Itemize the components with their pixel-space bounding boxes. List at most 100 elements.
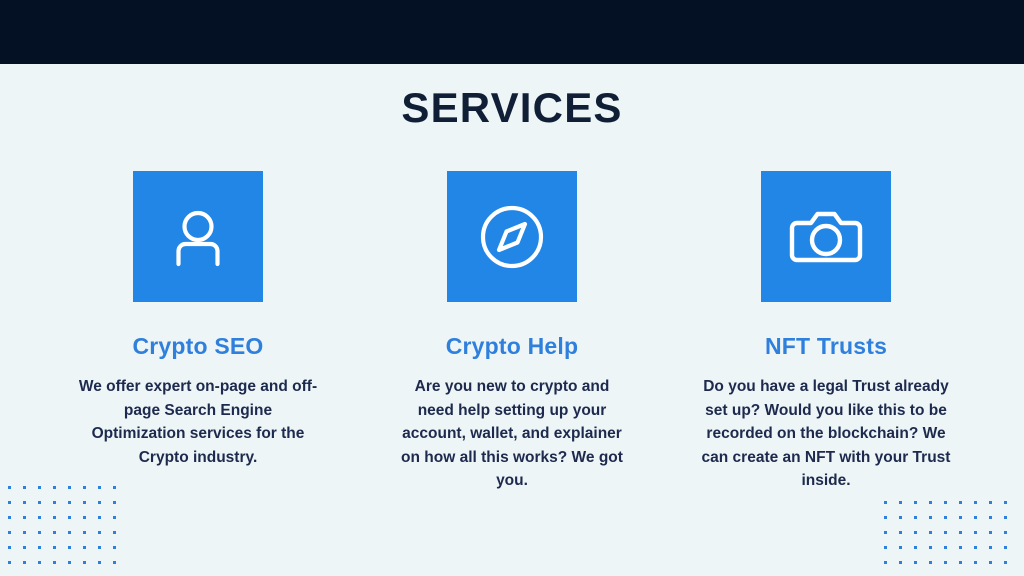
dot [38, 501, 41, 504]
dot-row [884, 561, 1019, 576]
dot [113, 501, 116, 504]
dot [884, 531, 887, 534]
dot-row [8, 546, 128, 561]
dot [83, 516, 86, 519]
dot [98, 561, 101, 564]
service-title: Crypto Help [445, 333, 579, 359]
dot [98, 531, 101, 534]
dot [113, 516, 116, 519]
dot [68, 531, 71, 534]
dot [944, 561, 947, 564]
dot [53, 501, 56, 504]
dot [899, 501, 902, 504]
service-description: We offer expert on-page and off-page Sea… [78, 378, 318, 466]
dot [929, 561, 932, 564]
dot-row [884, 516, 1019, 531]
dot [38, 546, 41, 549]
dot [68, 501, 71, 504]
dot [884, 561, 887, 564]
dot [974, 561, 977, 564]
dot [989, 561, 992, 564]
dot [884, 516, 887, 519]
dot [989, 516, 992, 519]
dot [899, 516, 902, 519]
dot [8, 531, 11, 534]
dot [98, 546, 101, 549]
dot [23, 516, 26, 519]
dot [944, 531, 947, 534]
dot [1004, 561, 1007, 564]
dot [8, 546, 11, 549]
dot [914, 561, 917, 564]
camera-icon [789, 205, 863, 269]
dot [1004, 546, 1007, 549]
dot [944, 501, 947, 504]
service-title: NFT Trusts [764, 333, 888, 359]
dot [929, 531, 932, 534]
dot [974, 531, 977, 534]
top-bar [0, 0, 1024, 64]
dot [959, 531, 962, 534]
dot [23, 546, 26, 549]
dot [959, 561, 962, 564]
dot [929, 546, 932, 549]
service-title: Crypto SEO [132, 333, 264, 359]
dot [974, 501, 977, 504]
dot [53, 531, 56, 534]
dot [53, 561, 56, 564]
service-description: Do you have a legal Trust already set up… [701, 378, 951, 490]
dot [38, 561, 41, 564]
service-card-crypto-seo: Crypto SEO We offer expert on-page and o… [48, 171, 348, 469]
dot-row [8, 516, 128, 531]
dot [8, 561, 11, 564]
decorative-dots-left [8, 486, 128, 576]
dot [884, 501, 887, 504]
dot-row [884, 546, 1019, 561]
dot [113, 561, 116, 564]
service-icon-tile [761, 171, 891, 302]
dot [53, 516, 56, 519]
dot [899, 531, 902, 534]
dot [68, 546, 71, 549]
user-icon [165, 204, 231, 270]
dot [68, 561, 71, 564]
dot [53, 546, 56, 549]
dot [884, 546, 887, 549]
dot [83, 501, 86, 504]
dot [914, 531, 917, 534]
dot [959, 516, 962, 519]
dot [1004, 501, 1007, 504]
dot [8, 501, 11, 504]
dot-row [8, 561, 128, 576]
dot [23, 561, 26, 564]
services-columns: Crypto SEO We offer expert on-page and o… [0, 171, 1024, 493]
dot [959, 546, 962, 549]
service-card-crypto-help: Crypto Help Are you new to crypto and ne… [362, 171, 662, 493]
service-description: Are you new to crypto and need help sett… [401, 378, 623, 490]
dot [83, 561, 86, 564]
decorative-dots-right [884, 501, 1019, 576]
dot [1004, 516, 1007, 519]
service-icon-tile [447, 171, 577, 302]
dot [944, 516, 947, 519]
dot [38, 531, 41, 534]
dot [914, 501, 917, 504]
service-icon-tile [133, 171, 263, 302]
dot [83, 546, 86, 549]
dot [1004, 531, 1007, 534]
dot [98, 501, 101, 504]
dot [68, 516, 71, 519]
dot [113, 546, 116, 549]
dot [899, 546, 902, 549]
page-title: SERVICES [401, 84, 623, 131]
dot [83, 531, 86, 534]
dot-row [884, 501, 1019, 516]
dot [8, 516, 11, 519]
dot [23, 531, 26, 534]
dot [989, 501, 992, 504]
dot [944, 546, 947, 549]
dot [899, 561, 902, 564]
dot [929, 501, 932, 504]
compass-icon [477, 202, 547, 272]
